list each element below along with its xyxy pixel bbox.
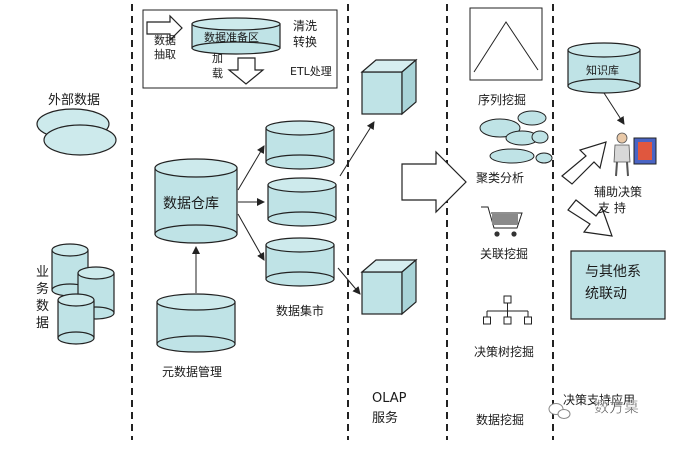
shopping-cart-icon: [481, 206, 523, 237]
business-data-label: 业 务 数 据: [36, 265, 53, 331]
external-data-shape: [36, 108, 117, 156]
olap-cube-2: [360, 258, 418, 316]
data-warehouse-cylinder: [154, 158, 238, 244]
kb-to-user-arrow: [603, 92, 625, 125]
business-data-cylinders: [51, 243, 115, 345]
knowledge-base-cylinder: [567, 42, 641, 94]
load-arrow: [227, 57, 265, 85]
linkage-box: [570, 250, 666, 320]
association-mining-label: 关联挖掘: [480, 246, 528, 261]
decision-tree-icon: [483, 295, 532, 325]
to-mining-big-arrow: [401, 150, 467, 214]
data-marts-label: 数据集市: [276, 303, 324, 318]
extract-label-2: 抽取: [154, 47, 176, 61]
decision-aid-label-1: 辅助决策: [594, 185, 642, 199]
user-presentation-icon: [613, 132, 657, 177]
metadata-cylinder: [156, 293, 236, 353]
knowledge-base-label: 知识库: [586, 63, 619, 77]
decision-aid-label-2: 支 持: [598, 200, 626, 215]
metadata-label: 元数据管理: [162, 364, 222, 379]
data-warehouse-label: 数据仓库: [163, 196, 219, 212]
watermark-text: 数方桌: [594, 398, 639, 416]
decision-app-label: 决策支持应用: [563, 392, 635, 407]
olap-cube-1: [360, 58, 418, 116]
cluster-clouds-icon: [479, 110, 553, 164]
external-data-label: 外部数据: [48, 93, 100, 108]
watermark: 数方桌: [548, 398, 639, 419]
staging-area-label: 数据准备区: [204, 30, 259, 44]
sequence-mining-line: [473, 21, 539, 73]
linkage-label-2: 统联动: [585, 286, 627, 302]
cluster-analysis-label: 聚类分析: [476, 171, 524, 185]
clean-convert-label-2: 转换: [293, 34, 317, 49]
decision-arrow-up: [561, 141, 607, 185]
etl-label: ETL处理: [290, 65, 332, 78]
business-data-label-part: 务: [36, 281, 49, 297]
business-data-label-part: 业: [36, 265, 49, 280]
data-mart-cylinder-1: [265, 120, 335, 170]
staging-area-cylinder: [191, 17, 281, 55]
decision-arrow-down: [567, 199, 613, 237]
olap-title-label: OLAP: [372, 391, 407, 406]
warehouse-to-mart-1-arrow: [237, 145, 265, 191]
extract-arrow: [146, 14, 183, 42]
data-mining-label: 数据挖掘: [476, 412, 524, 427]
olap-service-label: 服务: [372, 410, 398, 426]
wechat-icon: [548, 403, 571, 419]
load-label-1: 加: [212, 52, 223, 65]
sequence-mining-chart: [469, 7, 543, 81]
load-label-2: 载: [212, 67, 223, 80]
business-data-label-part: 数: [36, 299, 49, 314]
data-mart-cylinder-2: [267, 177, 337, 227]
business-data-label-part: 据: [36, 316, 49, 331]
sequence-mining-label: 序列挖掘: [478, 92, 526, 107]
mart-to-olap-2-arrow: [337, 267, 361, 295]
decision-tree-label: 决策树挖掘: [474, 344, 534, 359]
data-mart-cylinder-3: [265, 237, 335, 287]
mart-to-olap-1-arrow: [339, 121, 375, 177]
warehouse-to-mart-3-arrow: [237, 213, 265, 261]
clean-convert-label-1: 清洗: [293, 19, 317, 33]
etl-box: [142, 9, 338, 89]
extract-label-1: 数据: [154, 33, 176, 47]
linkage-label-1: 与其他系: [585, 264, 641, 280]
business-cylinder-3: [57, 293, 95, 345]
